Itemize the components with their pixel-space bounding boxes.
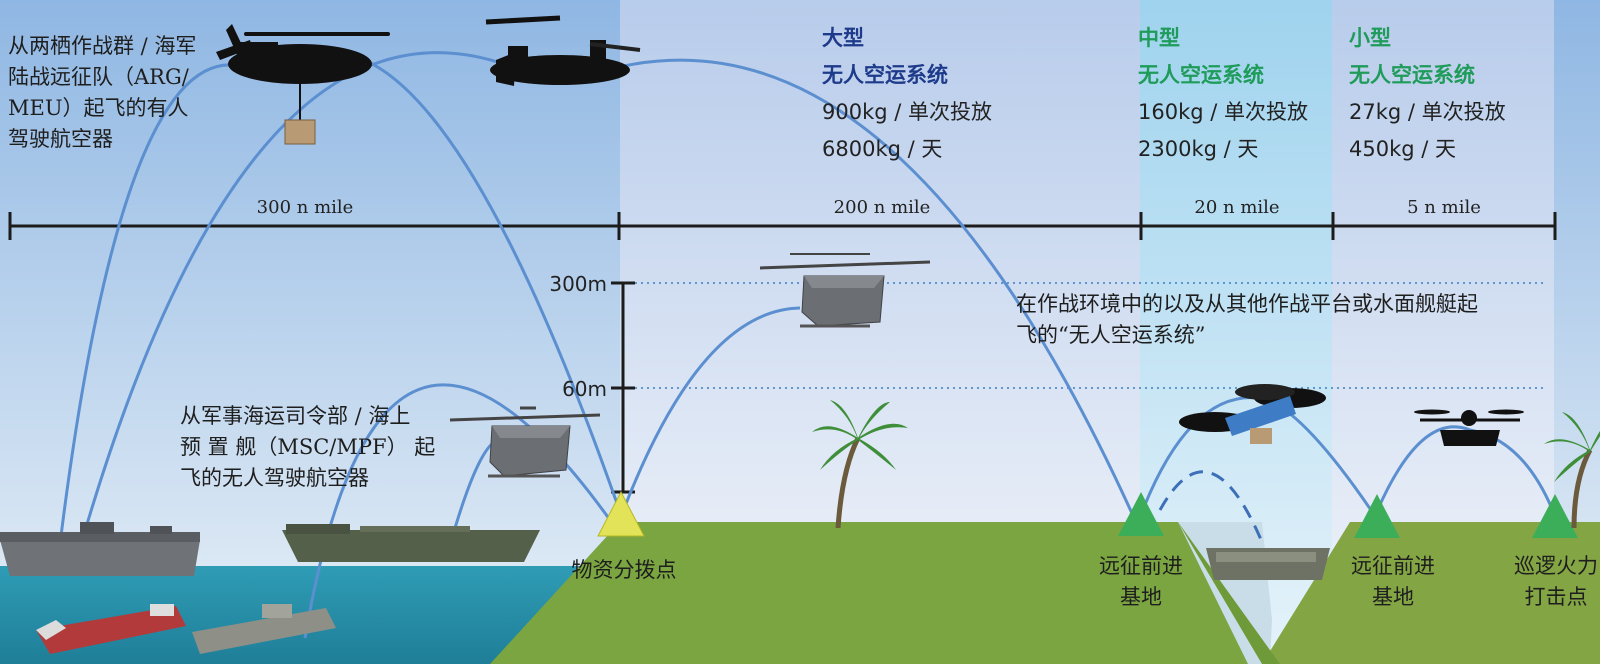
system-small-name: 无人空运系统 — [1349, 63, 1475, 87]
trajectory-dashed — [1158, 470, 1264, 543]
place-expeditionary-base-1-line: 远征前进 — [1099, 554, 1183, 578]
land-shade — [1178, 522, 1280, 664]
distance-label-200: 200 n mile — [833, 197, 931, 218]
expeditionary-base-marker-1 — [1118, 492, 1164, 536]
helicopter-icon — [216, 24, 390, 145]
medium-drone-icon — [1179, 384, 1326, 444]
land-right — [1262, 522, 1600, 664]
system-medium-payload: 160kg / 单次投放 — [1138, 100, 1308, 124]
place-loitering-fire-line: 打击点 — [1524, 585, 1588, 609]
landing-craft — [1206, 548, 1330, 580]
palm-tree-center — [812, 400, 908, 529]
origin-unmanned-line: 预 置 舰（MSC/MPF） 起 — [180, 435, 436, 459]
trajectory-osprey-to-ship — [78, 51, 521, 549]
system-medium-name: 无人空运系统 — [1138, 63, 1264, 87]
amphibious-ship — [0, 522, 200, 576]
place-distribution-point: 物资分拨点 — [571, 558, 677, 582]
tanker-ship — [36, 604, 186, 654]
mpf-ship — [282, 524, 540, 562]
place-expeditionary-base-1-line: 基地 — [1120, 585, 1162, 609]
environment-note: 在作战环境中的以及从其他作战平台或水面舰艇起 飞的“无人空运系统” — [1016, 289, 1556, 351]
system-large-daily: 6800kg / 天 — [822, 137, 943, 161]
origin-manned-line: 从两栖作战群 / 海军 — [8, 34, 197, 58]
mpf-drone-icon — [449, 406, 601, 478]
system-large-name: 无人空运系统 — [822, 63, 948, 87]
place-expeditionary-base-2-line: 基地 — [1372, 585, 1414, 609]
system-small-payload: 27kg / 单次投放 — [1349, 100, 1506, 124]
origin-unmanned-line: 从军事海运司令部 / 海上 — [180, 404, 411, 428]
cargo-ship — [192, 604, 336, 654]
altitude-guides — [635, 282, 1545, 389]
large-drone-icon — [759, 253, 931, 328]
environment-note-line: 在作战环境中的以及从其他作战平台或水面舰艇起 — [1016, 292, 1478, 316]
system-medium-daily: 2300kg / 天 — [1138, 137, 1259, 161]
system-small-size: 小型 — [1349, 26, 1391, 50]
small-drone-icon — [1414, 409, 1524, 446]
trajectory-base-to-small-drone — [1373, 425, 1471, 517]
expeditionary-base-marker-2 — [1354, 494, 1400, 538]
system-large: 大型 无人空运系统 900kg / 单次投放 6800kg / 天 — [822, 20, 992, 168]
origin-unmanned-line: 飞的无人驾驶航空器 — [180, 466, 369, 490]
palm-tree-right — [1544, 412, 1600, 529]
place-expeditionary-base-2-line: 远征前进 — [1351, 554, 1435, 578]
system-medium: 中型 无人空运系统 160kg / 单次投放 2300kg / 天 — [1138, 20, 1308, 168]
system-large-size: 大型 — [822, 26, 864, 50]
altitude-label-300: 300m — [549, 272, 607, 296]
origin-manned-line: 驾驶航空器 — [8, 127, 113, 151]
system-small-daily: 450kg / 天 — [1349, 137, 1456, 161]
tiltrotor-icon — [485, 15, 641, 86]
trajectory-point-to-large-drone — [620, 306, 801, 515]
place-loitering-fire: 巡逻火力 打击点 — [1514, 551, 1598, 613]
environment-note-line: 飞的“无人空运系统” — [1016, 323, 1206, 347]
distance-label-300: 300 n mile — [256, 197, 354, 218]
place-expeditionary-base-1: 远征前进 基地 — [1099, 551, 1183, 613]
system-small: 小型 无人空运系统 27kg / 单次投放 450kg / 天 — [1349, 20, 1506, 168]
system-large-payload: 900kg / 单次投放 — [822, 100, 992, 124]
place-loitering-fire-line: 巡逻火力 — [1514, 554, 1598, 578]
place-expeditionary-base-2: 远征前进 基地 — [1351, 551, 1435, 613]
altitude-label-60: 60m — [562, 377, 607, 401]
distance-label-5: 5 n mile — [1407, 197, 1481, 218]
trajectory-osprey-to-base — [614, 58, 1137, 521]
origin-manned-line: 陆战远征队（ARG/ — [8, 65, 189, 89]
origin-manned-line: MEU）起飞的有人 — [8, 96, 189, 120]
origin-unmanned-label: 从军事海运司令部 / 海上 预 置 舰（MSC/MPF） 起 飞的无人驾驶航空器 — [180, 401, 440, 494]
system-medium-size: 中型 — [1138, 26, 1180, 50]
distribution-point-marker — [597, 490, 645, 537]
distance-label-20: 20 n mile — [1194, 197, 1280, 218]
origin-manned-label: 从两栖作战群 / 海军 陆战远征队（ARG/ MEU）起飞的有人 驾驶航空器 — [8, 31, 233, 155]
strike-point-marker — [1532, 494, 1578, 538]
distance-scale — [8, 212, 1557, 240]
land-main — [490, 522, 1280, 664]
